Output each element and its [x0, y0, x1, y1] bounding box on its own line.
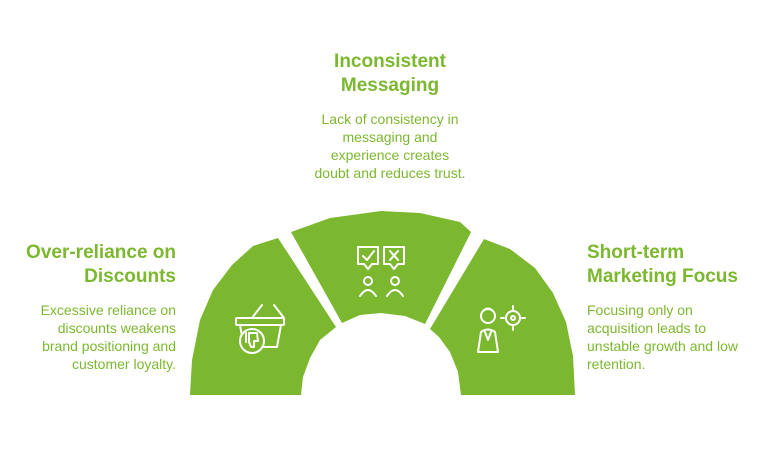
shopping-basket-thumbs-down-icon: [235, 304, 285, 354]
section-top: Inconsistent Messaging Lack of consisten…: [280, 50, 500, 182]
section-right-title: Short-term Marketing Focus: [587, 241, 762, 289]
segment-top: [291, 211, 471, 324]
segment-left: [190, 238, 336, 395]
section-left-desc-line: Excessive reliance on: [40, 302, 176, 318]
section-right-title-line2: Marketing Focus: [587, 266, 738, 287]
section-left-title-line2: Discounts: [84, 266, 176, 287]
two-people-check-cross-icon: [357, 246, 405, 297]
section-left: Over-reliance on Discounts Excessive rel…: [18, 241, 176, 373]
section-top-desc-line: doubt and reduces trust.: [314, 165, 466, 181]
section-right-desc-line: acquisition leads to: [587, 320, 707, 336]
section-left-description: Excessive reliance on discounts weakens …: [18, 301, 176, 373]
section-right-desc-line: retention.: [587, 356, 646, 372]
person-target-icon: [477, 305, 526, 353]
section-top-desc-line: messaging and: [342, 129, 438, 145]
section-top-title-line1: Inconsistent: [334, 51, 446, 72]
section-left-desc-line: customer loyalty.: [72, 356, 176, 372]
section-right-title-line1: Short-term: [587, 242, 685, 263]
section-right: Short-term Marketing Focus Focusing only…: [587, 241, 762, 373]
section-top-description: Lack of consistency in messaging and exp…: [280, 110, 500, 182]
section-left-title: Over-reliance on Discounts: [18, 241, 176, 289]
section-left-desc-line: discounts weakens: [57, 320, 176, 336]
section-left-title-line1: Over-reliance on: [26, 242, 176, 263]
section-top-title: Inconsistent Messaging: [280, 50, 500, 98]
section-top-desc-line: Lack of consistency in: [321, 111, 459, 127]
section-right-desc-line: unstable growth and low: [587, 338, 738, 354]
section-right-description: Focusing only on acquisition leads to un…: [587, 301, 762, 373]
section-right-desc-line: Focusing only on: [587, 302, 693, 318]
section-top-title-line2: Messaging: [340, 75, 440, 96]
section-top-desc-line: experience creates: [330, 147, 450, 163]
section-left-desc-line: brand positioning and: [42, 338, 176, 354]
